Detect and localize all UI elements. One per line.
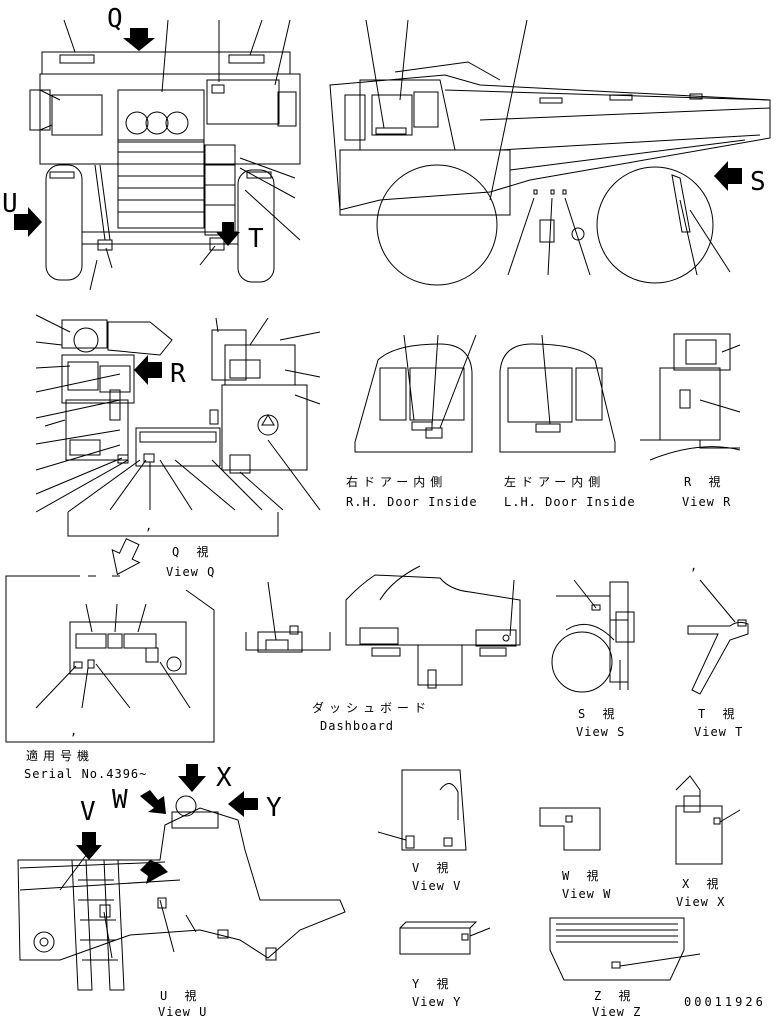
view-x-drawing (675, 775, 741, 865)
view-u-caption-en: View U (158, 1005, 207, 1019)
arrow-s-icon (714, 161, 742, 191)
drawing-number: 00011926 (684, 995, 766, 1009)
serial-detail-box (5, 575, 215, 743)
arrow-q-icon (123, 28, 155, 51)
view-v-caption-en: View V (412, 879, 461, 893)
serial-caption-jp: 適用号機 (26, 748, 94, 763)
view-x-caption-en: View X (676, 895, 725, 909)
view-v-drawing (377, 769, 467, 851)
lh-door-drawing (499, 334, 616, 453)
view-t-drawing (687, 579, 749, 695)
truck-front-view (29, 19, 301, 291)
view-letter-u: U (2, 189, 18, 219)
arrow-v-icon (76, 832, 102, 860)
arrow-r-icon (134, 355, 162, 385)
view-z-drawing (549, 917, 701, 981)
serial-box-comma: , (70, 724, 78, 738)
serial-caption-en: Serial No.4396~ (24, 767, 147, 781)
view-s-caption-en: View S (576, 725, 625, 739)
view-z-caption-jp: Z 視 (594, 988, 635, 1003)
view-letter-r: R (170, 359, 186, 389)
view-z-caption-en: View Z (592, 1005, 641, 1019)
rh-door-caption-en: R.H. Door Inside (346, 495, 478, 509)
view-y-caption-en: View Y (412, 995, 461, 1009)
view-q-caption-jp: Q 視 (172, 544, 213, 559)
view-letter-q: Q (107, 4, 123, 34)
view-q-comma: , (145, 519, 153, 533)
rh-door-drawing (354, 334, 477, 453)
view-x-caption-jp: X 視 (682, 876, 723, 891)
view-r-caption-jp: R 視 (684, 474, 725, 489)
view-w-caption-jp: W 視 (562, 868, 603, 883)
dashboard-caption-jp: ダッシュボード (312, 700, 431, 715)
arrow-z-icon (140, 860, 168, 884)
arrow-t-icon (216, 222, 240, 246)
view-u-drawing (17, 795, 346, 991)
view-letter-t: T (248, 224, 264, 254)
view-letter-x: X (216, 763, 232, 793)
arrow-y-icon (228, 791, 258, 817)
arrow-u-icon (14, 207, 42, 237)
hollow-arrow-icon (111, 538, 141, 576)
view-s-caption-jp: S 視 (578, 706, 619, 721)
view-letter-w: W (112, 785, 128, 815)
view-y-drawing (399, 921, 491, 955)
view-t-caption-en: View T (694, 725, 743, 739)
view-t-comma: , (690, 559, 698, 573)
view-q-caption-en: View Q (166, 565, 215, 579)
rh-door-caption-jp: 右ドアー内側 (346, 474, 447, 489)
view-s-drawing (551, 579, 635, 693)
truck-side-view (329, 19, 771, 286)
dashboard-drawing (245, 565, 521, 689)
view-r-caption-en: View R (682, 495, 731, 509)
view-w-drawing (539, 807, 601, 851)
dashboard-caption-en: Dashboard (320, 719, 394, 733)
cab-interior-view (35, 314, 321, 537)
view-letter-v: V (80, 797, 96, 827)
view-u-caption-jp: U 視 (160, 988, 201, 1003)
view-letter-s: S (750, 167, 766, 197)
lh-door-caption-en: L.H. Door Inside (504, 495, 636, 509)
arrow-w-icon (140, 790, 166, 814)
view-y-caption-jp: Y 視 (412, 976, 453, 991)
view-r-drawing (640, 333, 741, 461)
arrow-x-icon (178, 764, 206, 792)
view-t-caption-jp: T 視 (698, 706, 739, 721)
lh-door-caption-jp: 左ドアー内側 (504, 474, 605, 489)
view-w-caption-en: View W (562, 887, 611, 901)
view-letter-y: Y (266, 793, 282, 823)
view-v-caption-jp: V 視 (412, 860, 453, 875)
